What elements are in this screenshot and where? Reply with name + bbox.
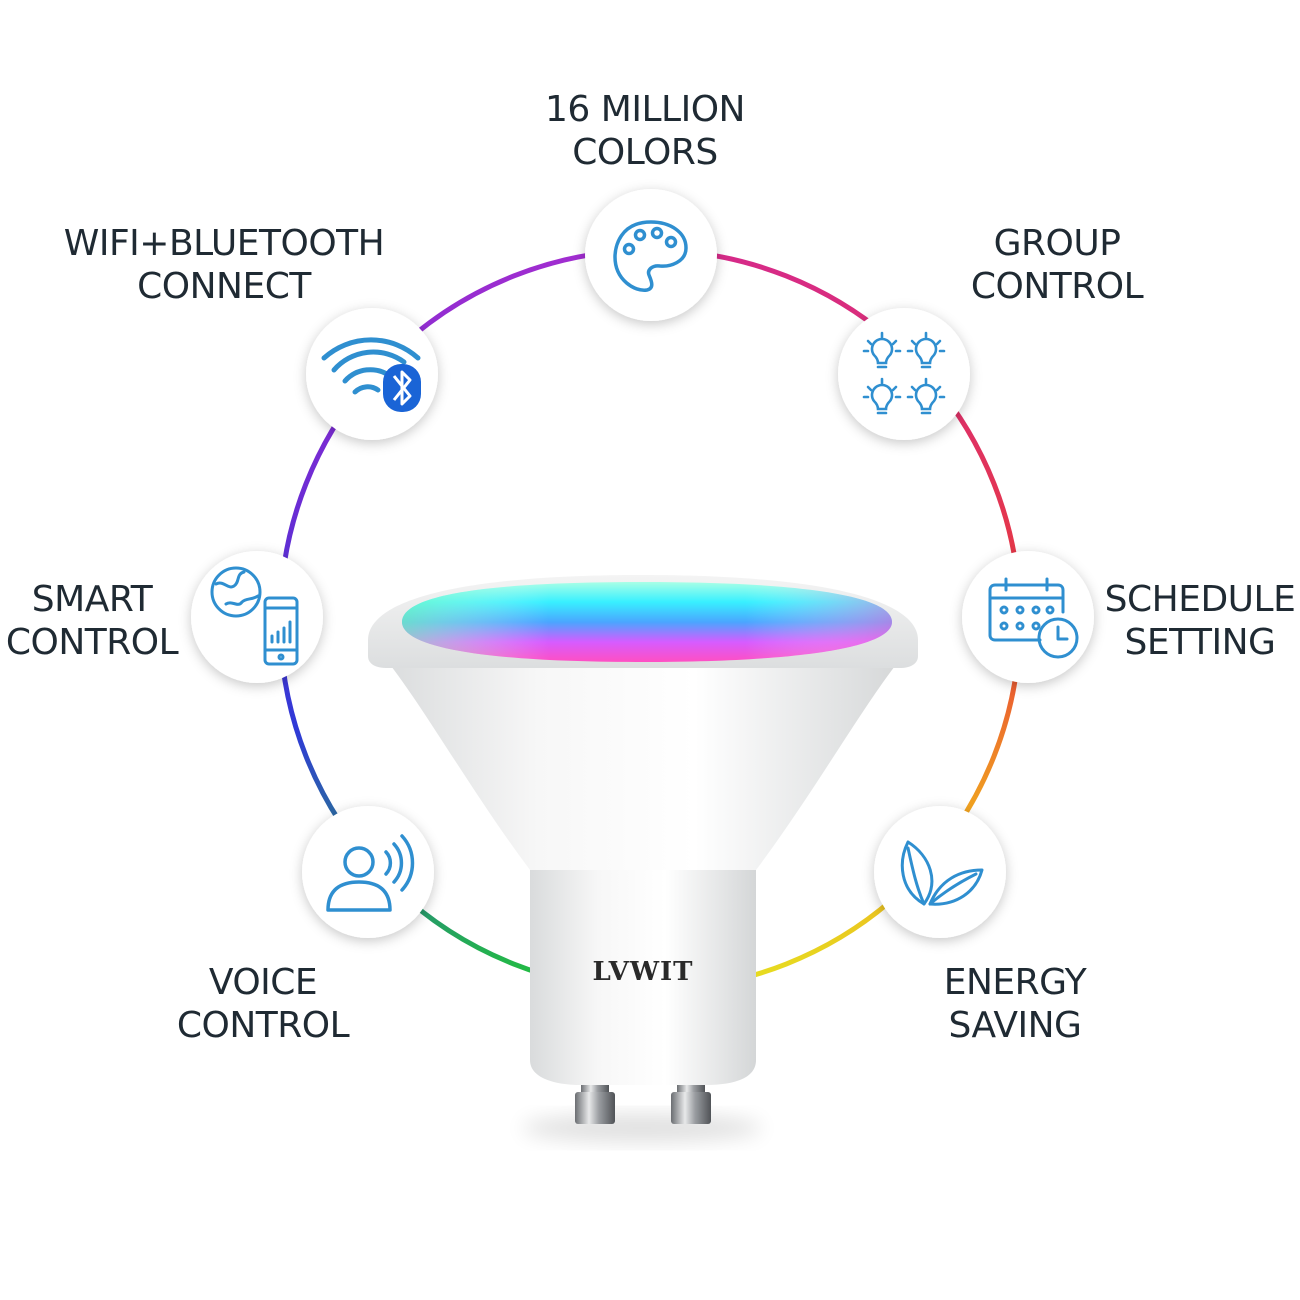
smart-circle (191, 551, 323, 683)
smart-label-line2: CONTROL (5, 622, 179, 663)
colors-circle (585, 189, 717, 321)
schedule-label-line1: SCHEDULE (1104, 579, 1296, 620)
schedule-circle (962, 551, 1094, 683)
smart-label-line1: SMART (31, 579, 153, 620)
schedule-label-line2: SETTING (1124, 622, 1276, 663)
brand-logo: LVWIT (592, 957, 693, 987)
voice-user-icon (326, 834, 415, 912)
wifi-label: WIFI+BLUETOOTH CONNECT (63, 222, 385, 308)
energy-circle (874, 806, 1006, 938)
globe-phone-icon (210, 566, 299, 666)
voice-label-line2: CONTROL (176, 1005, 350, 1046)
wifi-label-line2: CONNECT (137, 266, 311, 307)
smart-label: SMART CONTROL (5, 578, 179, 664)
wifi-label-line1: WIFI+BLUETOOTH (63, 223, 385, 264)
group-circle (838, 308, 970, 440)
energy-label-line2: SAVING (948, 1005, 1082, 1046)
wifi-circle (306, 308, 438, 440)
calendar-clock-icon (988, 577, 1079, 659)
voice-circle (302, 806, 434, 938)
group-label-line1: GROUP (993, 223, 1121, 264)
schedule-label: SCHEDULE SETTING (1105, 578, 1296, 664)
energy-label-line1: ENERGY (943, 962, 1087, 1003)
colors-label-line1: 16 MILLION (545, 89, 745, 130)
group-label: GROUP CONTROL (970, 222, 1144, 308)
energy-label: ENERGY SAVING (944, 961, 1087, 1047)
leaves-icon (900, 840, 984, 906)
colors-label-line2: COLORS (572, 132, 718, 173)
gu10-bulb-image: LVWIT (368, 575, 918, 1142)
group-label-line2: CONTROL (970, 266, 1144, 307)
voice-label: VOICE CONTROL (176, 961, 350, 1047)
colors-label: 16 MILLION COLORS (545, 88, 745, 174)
wifi-bluetooth-icon (321, 337, 421, 412)
palette-icon (613, 220, 688, 292)
bulbs-group-icon (862, 331, 946, 415)
voice-label-line1: VOICE (208, 962, 318, 1003)
